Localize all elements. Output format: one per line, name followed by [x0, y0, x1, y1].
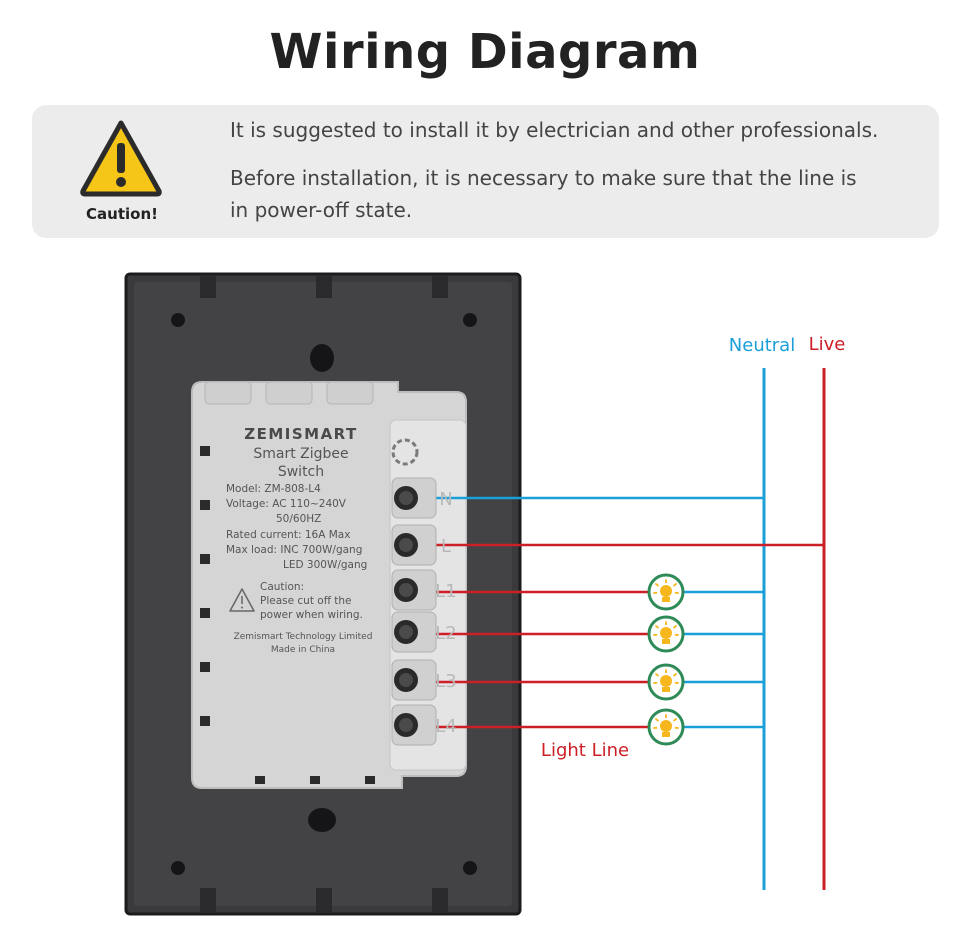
mount-slot: [308, 808, 336, 832]
max-load-text: Max load: INC 700W/gang: [226, 544, 362, 556]
maker-text: Zemismart Technology Limited: [234, 632, 373, 642]
light-bulb-icon: [647, 573, 685, 611]
max-load-led-text: LED 300W/gang: [283, 559, 367, 571]
terminal-label: N: [439, 489, 452, 510]
caution-box: Caution! It is suggested to install it b…: [32, 105, 939, 238]
module-caution-line2: power when wiring.: [260, 609, 363, 621]
voltage-text: Voltage: AC 110~240V: [226, 498, 347, 510]
frequency-text: 50/60HZ: [276, 513, 321, 525]
warning-icon: [80, 120, 162, 197]
terminal-l1: L1: [391, 569, 457, 611]
screw-hole: [171, 861, 185, 875]
caution-text-professional: It is suggested to install it by electri…: [230, 118, 879, 142]
rated-current-text: Rated current: 16A Max: [226, 529, 350, 541]
brand-logo: ZEMISMART: [244, 425, 358, 443]
screw-hole: [171, 313, 185, 327]
light-line-label: Light Line: [541, 740, 629, 761]
origin-text: Made in China: [271, 645, 335, 655]
terminal-l3: L3: [391, 659, 457, 701]
module-caution-line1: Please cut off the: [260, 595, 352, 607]
light-bulb-icon: [647, 708, 685, 746]
module-caution-title: Caution:: [260, 581, 304, 593]
terminal-label: L1: [435, 581, 456, 602]
device-name-2: Switch: [278, 464, 324, 480]
terminal-l2: L2: [391, 611, 457, 653]
screw-hole: [463, 313, 477, 327]
module-warning-icon: [229, 588, 255, 612]
caution-text-power-off: Before installation, it is necessary to …: [230, 166, 857, 222]
terminal-label: L3: [435, 671, 456, 692]
terminal-label: L2: [435, 623, 456, 644]
terminal-label: L4: [435, 716, 456, 737]
neutral-label: Neutral: [729, 335, 795, 356]
model-text: Model: ZM-808-L4: [226, 483, 321, 495]
light-bulb-icon: [647, 663, 685, 701]
terminal-n: N: [391, 477, 453, 519]
terminal-l4: L4: [391, 704, 457, 746]
mount-slot: [310, 344, 334, 372]
screw-hole: [463, 861, 477, 875]
page-title: Wiring Diagram: [269, 24, 701, 80]
caution-label: Caution!: [86, 205, 158, 223]
light-bulb-icon: [647, 615, 685, 653]
terminal-l: L: [391, 524, 451, 566]
device-name: Smart Zigbee: [253, 446, 348, 462]
terminal-label: L: [441, 536, 451, 557]
live-label: Live: [809, 334, 846, 355]
